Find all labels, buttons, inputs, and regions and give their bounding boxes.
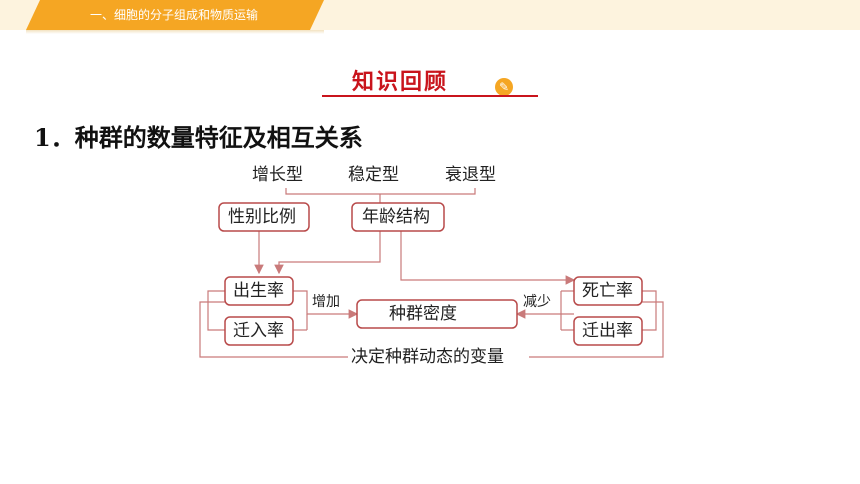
age-to-death-arrow [400,231,576,285]
death-rate-box [573,276,643,306]
sex-ratio-box [218,202,310,232]
decrease-label: 减少 [523,294,551,310]
emigration-rate-box [573,316,643,346]
right-outer-line [529,301,664,358]
section-tab-label: 一、细胞的分子组成和物质运输 [90,8,259,22]
immigration-rate-label: 迁入率 [233,321,284,341]
age-type-growing: 增长型 [252,165,303,185]
age-type-stable: 稳定型 [348,165,399,185]
tab-shadow [26,30,324,34]
right-bracket [642,290,657,331]
pencil-icon: ✎ [495,78,513,96]
increase-arrow [293,290,359,319]
age-type-declining: 衰退型 [445,165,496,185]
population-density-label: 种群密度 [389,304,457,324]
age-type-bracket [285,188,476,195]
population-density-box [356,299,518,329]
left-bracket [207,290,225,331]
birth-rate-box [224,276,294,306]
age-to-birth-arrow [274,231,381,275]
left-outer-line [199,301,348,358]
birth-rate-label: 出生率 [233,281,284,301]
sex-ratio-label: 性别比例 [228,207,296,227]
death-rate-label: 死亡率 [582,281,633,301]
section-title: 1．种群的数量特征及相互关系 [34,123,363,152]
immigration-rate-box [224,316,294,346]
banner-underline [322,95,538,97]
section-tab[interactable] [26,0,324,30]
banner-title: 知识回顾 [352,70,449,95]
age-structure-box [351,202,445,232]
emigration-rate-label: 迁出率 [582,321,633,341]
bottom-variable-label: 决定种群动态的变量 [351,347,504,367]
increase-label: 增加 [312,294,340,310]
age-structure-label: 年龄结构 [362,207,430,227]
